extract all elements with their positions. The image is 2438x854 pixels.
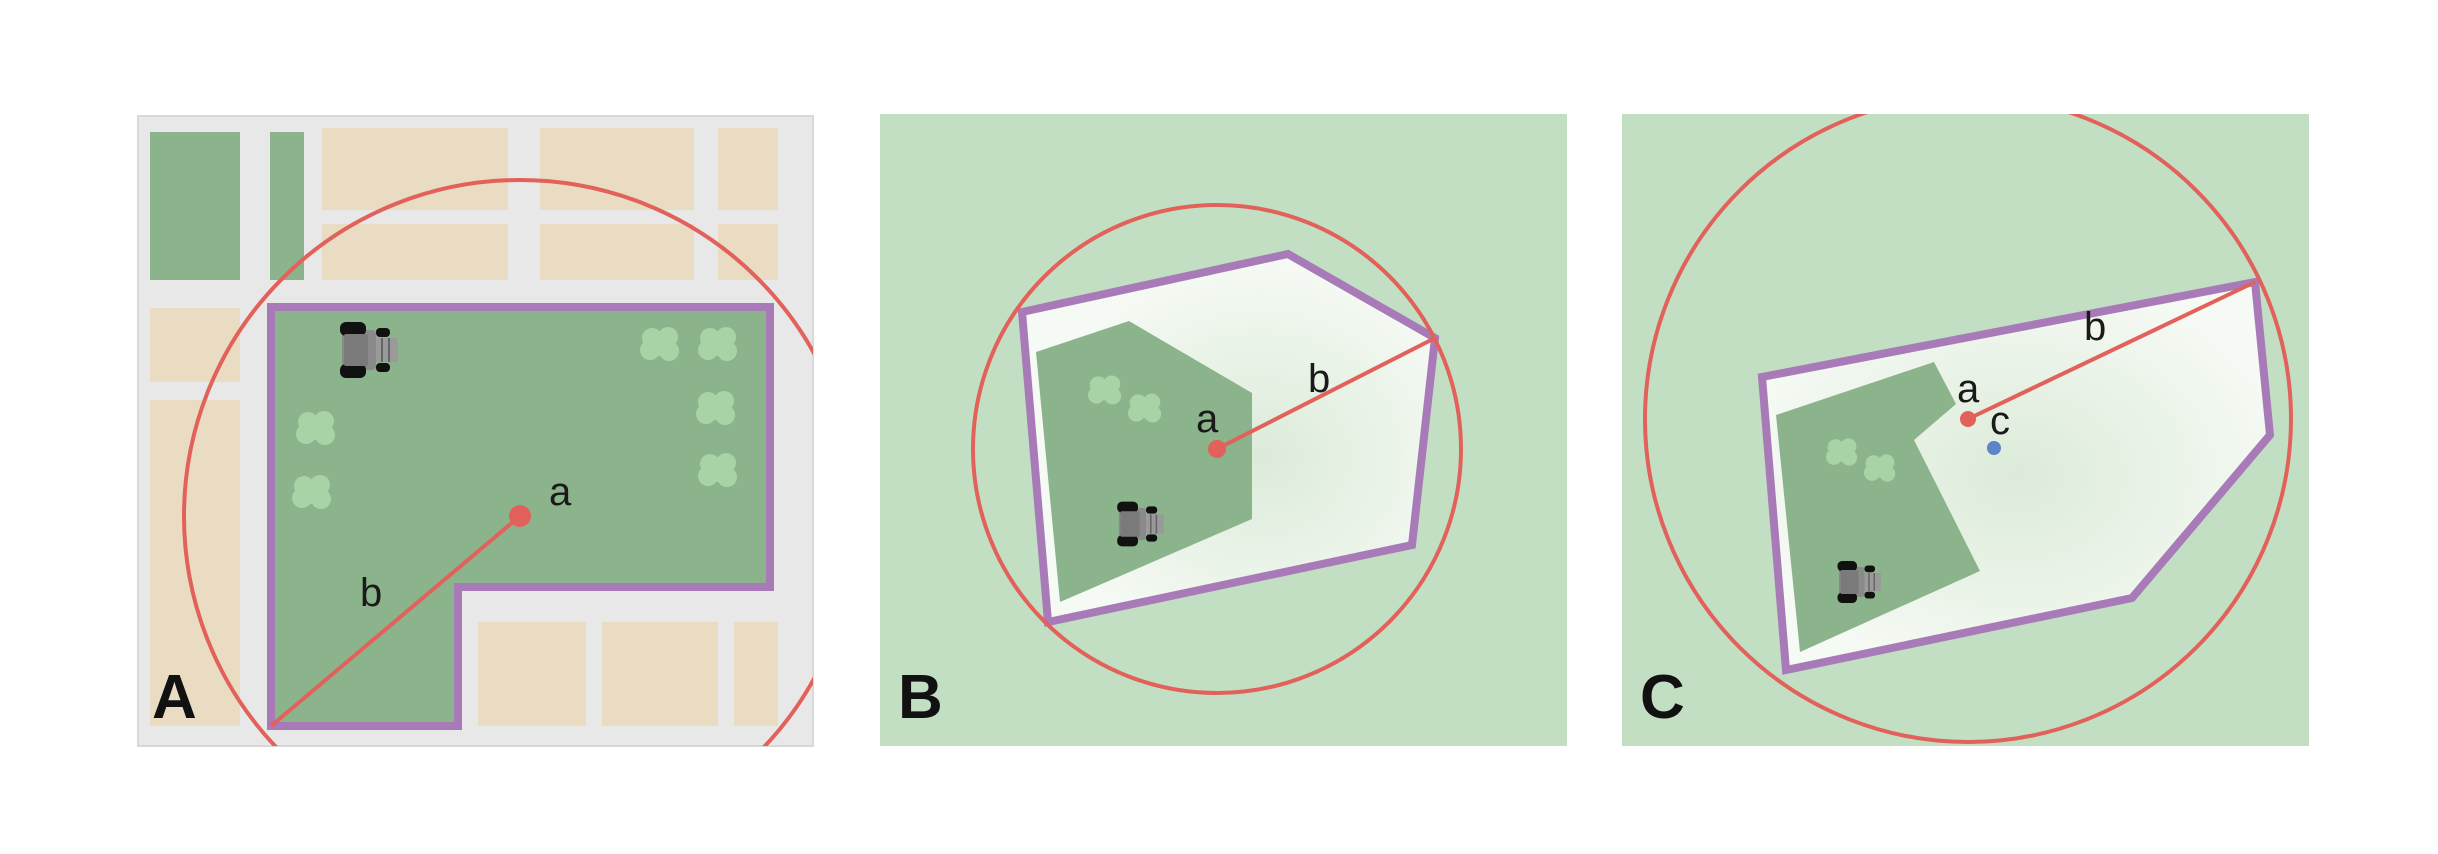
- park: [150, 132, 240, 280]
- park: [270, 132, 304, 280]
- center-label: a: [1957, 367, 1980, 411]
- panel-b: a b B: [880, 114, 1567, 746]
- center-label: a: [549, 470, 572, 514]
- center-label: a: [1196, 397, 1219, 441]
- radius-label: b: [2084, 305, 2106, 349]
- enclosing-circle: [1643, 114, 2293, 744]
- panel-letter: B: [898, 663, 943, 732]
- radius-label: b: [1308, 357, 1330, 401]
- radius-label: b: [360, 571, 382, 615]
- radius-line: [269, 514, 522, 728]
- center-point: [509, 505, 531, 527]
- enclosing-circle: [182, 178, 813, 746]
- radius-line: [1216, 336, 1436, 451]
- tractor-icon: [1116, 500, 1165, 548]
- panel-letter: A: [152, 663, 197, 732]
- radius-line: [1967, 280, 2256, 421]
- centroid-point: [1987, 441, 2001, 455]
- buildings: [150, 128, 778, 726]
- panel-a: a b A: [137, 115, 814, 747]
- panel-letter: C: [1640, 663, 1685, 732]
- center-point: [1208, 440, 1226, 458]
- panel-c: a c b C: [1622, 114, 2309, 746]
- field: [1776, 362, 1980, 652]
- centroid-label: c: [1990, 399, 2010, 443]
- enclosing-circle: [971, 203, 1463, 695]
- tractor-icon: [339, 321, 399, 379]
- center-point: [1960, 411, 1976, 427]
- tractor-icon: [1836, 560, 1882, 604]
